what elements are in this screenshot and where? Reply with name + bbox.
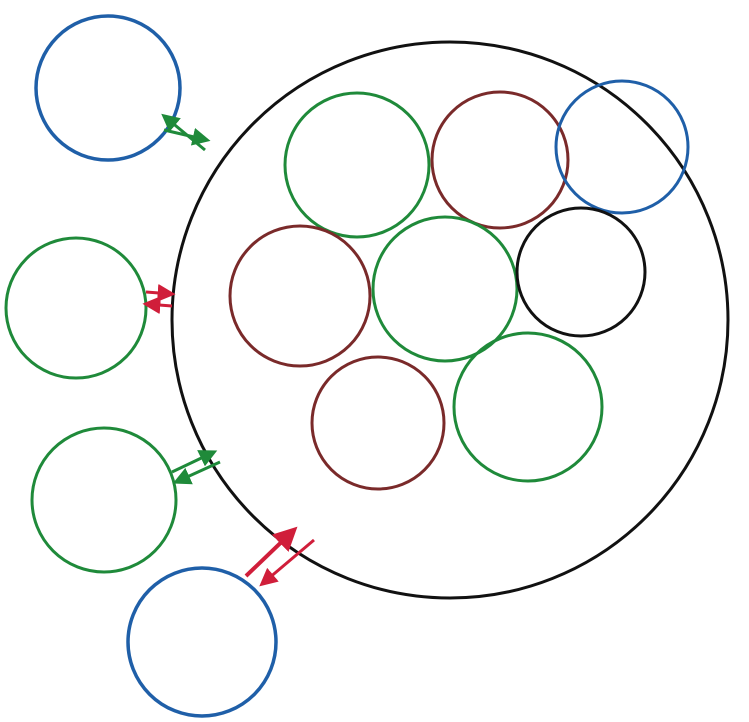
inner-node-5: [371, 215, 519, 363]
outer-node-4: [126, 566, 278, 718]
arrow-1-two-way: [161, 113, 211, 152]
inner-node-3: [554, 79, 690, 215]
outer-node-1: [34, 14, 182, 162]
arrow-3-two-way: [171, 450, 221, 485]
inner-node-8: [452, 331, 604, 483]
outer-node-2: [4, 236, 148, 380]
main-circle: [170, 40, 730, 600]
inner-node-1: [283, 91, 431, 239]
outer-node-3: [30, 426, 178, 574]
inner-node-6: [515, 206, 647, 338]
arrow-2-two-way: [142, 283, 176, 315]
inner-node-2: [430, 90, 570, 230]
inner-node-4: [228, 224, 372, 368]
inner-node-7: [310, 355, 446, 491]
arrow-4-two-way: [244, 526, 315, 587]
